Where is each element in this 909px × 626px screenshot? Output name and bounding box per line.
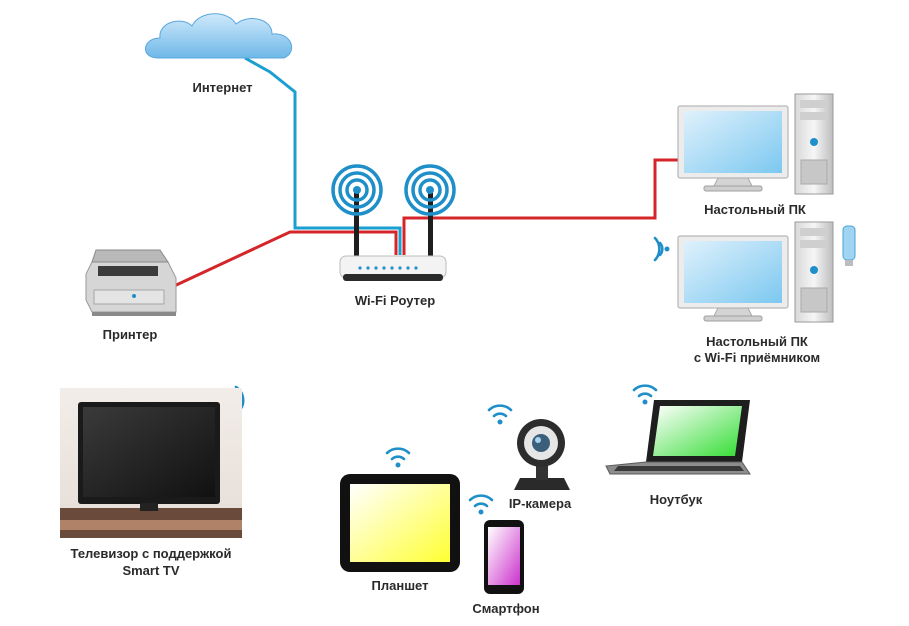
ip-camera-icon [514,419,570,490]
desktop-wifi-signal-icon [653,236,670,262]
printer-icon [85,249,177,316]
usb-wifi-adapter-icon [842,225,856,266]
smartphone-icon [484,520,524,594]
router-label: Wi-Fi Роутер [354,293,436,308]
tv-label-line1: Телевизор с поддержкой [70,546,232,561]
desktop-wifi-label-line2: с Wi-Fi приёмником [693,350,821,365]
smartphone-wifi-signal-icon [468,494,494,515]
router-wifi-signal-left-icon [331,164,383,216]
printer-label: Принтер [102,327,158,342]
smart-tv-icon [60,388,242,538]
desktop-pc-wifi-icon [677,221,834,323]
laptop-wifi-signal-icon [632,384,658,405]
desktop-wifi-label-line1: Настольный ПК [706,334,808,349]
tablet-icon [340,474,460,572]
internet-cloud-icon [145,13,293,59]
lan-cable-printer [171,230,398,289]
desktop-wired-label: Настольный ПК [704,202,806,217]
lan-cable-desktop [402,158,682,255]
tablet-wifi-signal-icon [385,447,411,468]
camera-wifi-signal-icon [487,404,513,425]
laptop-label: Ноутбук [649,492,703,507]
tv-label-line2: Smart TV [122,563,180,578]
desktop-pc-wired-icon [677,93,834,195]
smartphone-label: Смартфон [472,601,540,616]
wan-cable [244,56,402,255]
ip-camera-label: IP-камера [508,496,572,511]
router-wifi-signal-right-icon [404,164,456,216]
wifi-router-icon [339,190,447,281]
laptop-icon [605,400,751,475]
internet-label: Интернет [192,80,253,95]
tablet-label: Планшет [371,578,429,593]
